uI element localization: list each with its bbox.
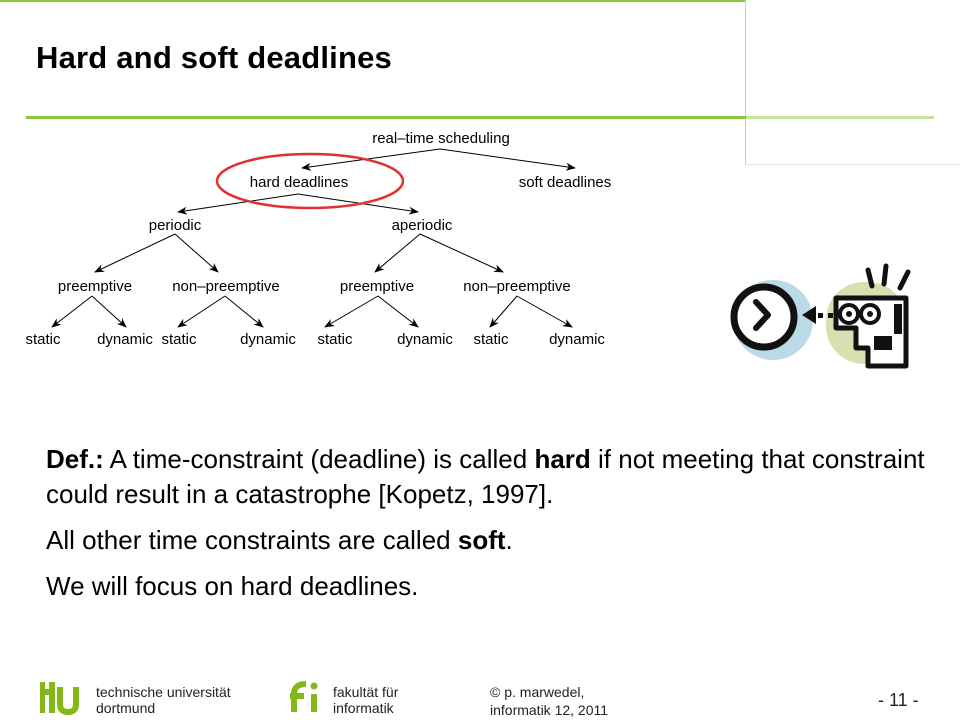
tree-node-preemptive: preemptive: [58, 278, 132, 295]
tree-leaf-static: static: [25, 331, 61, 348]
tu-name: technische universität dortmund: [96, 684, 231, 716]
title-underline-light: [746, 116, 934, 119]
author-credit: © p. marwedel, informatik 12, 2011: [490, 684, 609, 718]
deadline-clock-icon: [730, 263, 911, 369]
tree-leaf-dynamic: dynamic: [240, 331, 296, 348]
tree-leaf-static: static: [161, 331, 197, 348]
slide-title: Hard and soft deadlines: [36, 40, 392, 75]
soft-paragraph: All other time constraints are called so…: [46, 525, 513, 555]
def-label: Def.:: [46, 444, 104, 474]
header-divider-vertical: [745, 0, 746, 165]
tree-node-preemptive: preemptive: [340, 278, 414, 295]
title-underline: [26, 116, 746, 119]
focus-paragraph: We will focus on hard deadlines.: [46, 571, 419, 601]
soft-term: soft: [457, 525, 506, 555]
tree-node-periodic: periodic: [149, 217, 202, 234]
tree-root-label: real–time scheduling: [372, 130, 510, 147]
tree-edges: [51, 148, 576, 328]
copyright-icon: ©: [490, 684, 501, 700]
hard-term: hard: [534, 444, 591, 474]
tree-leaf-dynamic: dynamic: [397, 331, 453, 348]
tree-leaf-static: static: [317, 331, 353, 348]
scheduling-tree-diagram: real–time scheduling hard deadlines soft…: [25, 130, 612, 348]
tree-node-non-preemptive: non–preemptive: [172, 278, 280, 295]
top-accent-line: [0, 0, 745, 2]
arrow-head: [802, 306, 816, 324]
definition-paragraph: Def.: A time-constraint (deadline) is ca…: [46, 444, 925, 509]
faculty-name: fakultät für informatik: [333, 684, 399, 716]
slide-body: Def.: A time-constraint (deadline) is ca…: [46, 442, 926, 615]
clock-hand: [753, 299, 771, 331]
tree-node-aperiodic: aperiodic: [392, 217, 453, 234]
tree-leaf-static: static: [473, 331, 509, 348]
tu-logo: [40, 682, 79, 716]
page-number: - 11 -: [878, 690, 919, 710]
mouth: [874, 336, 892, 350]
tree-node-hard-deadlines: hard deadlines: [250, 174, 348, 191]
tree-node-non-preemptive: non–preemptive: [463, 278, 571, 295]
surprise-lines: [865, 263, 911, 291]
tree-node-soft-deadlines: soft deadlines: [519, 174, 612, 191]
tree-leaf-dynamic: dynamic: [97, 331, 153, 348]
tree-leaf-dynamic: dynamic: [549, 331, 605, 348]
header-divider-horizontal: [746, 164, 960, 165]
fi-logo: [290, 681, 318, 712]
hard-deadlines-highlight: [215, 152, 405, 210]
